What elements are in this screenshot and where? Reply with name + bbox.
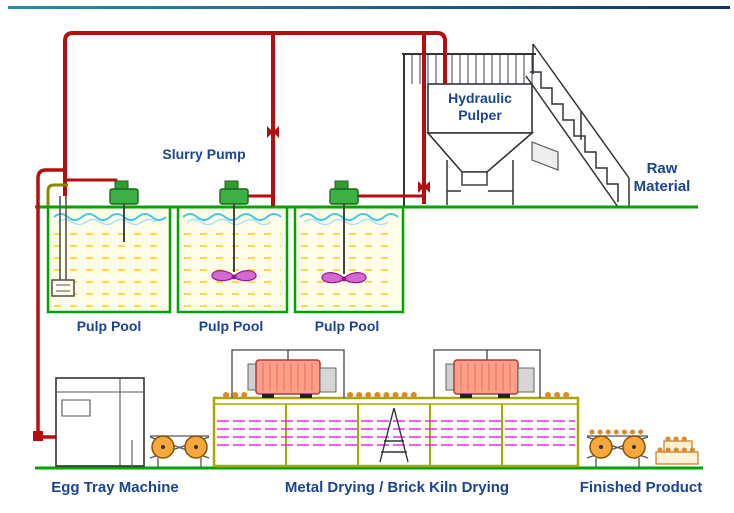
egg-tray-rows-product [589,429,697,453]
label-finished-product: Finished Product [579,479,703,496]
suction-foot-strainer [51,279,75,297]
pump-motor-block [517,367,535,393]
pump-motor-block [319,367,337,393]
tray-stack-base [655,451,699,465]
valve-icon [273,126,279,138]
slurry-pumps [109,180,359,274]
pipe-main-run [63,31,447,196]
drying-tunnel [212,396,580,468]
pump-ribs [460,363,511,391]
roller-axle [632,445,636,449]
agitator-propeller-2 [321,272,367,284]
machine-cabinet [55,377,145,467]
pump-base-pad [300,394,312,398]
conveyor-left [149,435,210,467]
hydraulic-pulper [402,53,559,206]
pump-housing [255,359,321,395]
pulper-outlet [461,171,488,186]
label-pulp-pool-2: Pulp Pool [198,318,264,334]
agitator-propeller-1 [211,270,257,282]
valve-icon [418,181,424,193]
pulper-funnel [426,132,535,173]
pump-base-pad [262,394,274,398]
vacuum-pump-2 [445,359,535,398]
pump-ribs [262,363,313,391]
label-egg-tray-machine: Egg Tray Machine [51,479,179,496]
roller-axle [161,445,165,449]
stair-steps [530,71,619,202]
vacuum-piping [231,349,541,398]
access-stairs [525,43,630,208]
pump-body-1 [109,188,139,205]
label-hydraulic-pulper: Hydraulic Pulper [448,90,512,124]
label-pulp-pool-3: Pulp Pool [314,318,380,334]
pulper-discharge-chute [531,141,559,171]
pump-housing [453,359,519,395]
water-surface-wave [53,213,399,221]
conveyor-chains [217,420,575,446]
stair-railing [532,43,630,207]
roller-axle [194,445,198,449]
top-accent-line [8,6,730,9]
trestle-stand [379,407,409,463]
label-pulp-pool-1: Pulp Pool [76,318,142,334]
conveyor-right-belt [586,435,649,467]
conveyor-left-belt [149,435,210,467]
finished-product-stack [655,440,699,465]
tunnel-section-posts [285,404,503,466]
suction-pipe-walls [59,196,67,280]
pump-body-3 [329,188,359,205]
tray-stack-top [663,440,693,453]
pump-base-pad [498,394,510,398]
machine-panel-lines [56,378,144,466]
label-raw-material: Raw Material [633,160,691,196]
valve-icon [267,126,273,138]
tunnel-frame [212,396,580,468]
valve-icon [424,181,430,193]
label-metal-drying: Metal Drying / Brick Kiln Drying [284,479,510,496]
pulp-pools [46,205,405,314]
stair-stringer [525,75,619,208]
suction-foot-slots [56,284,70,292]
pipe-olive [46,183,68,206]
pipe-flange [33,431,43,441]
pump-body-2 [219,188,249,205]
label-slurry-pump: Slurry Pump [162,146,246,162]
egg-tray-machine-box [55,377,145,467]
pulper-legs [446,160,514,205]
vacuum-pump-1 [247,359,337,398]
pump-base-pad [460,394,472,398]
suction-pipe [51,196,75,297]
water-surface-wave-light [57,218,389,226]
valve-icons [267,126,430,193]
conveyor-right [586,435,649,467]
roller-axle [599,445,603,449]
pulper-body [427,83,533,134]
